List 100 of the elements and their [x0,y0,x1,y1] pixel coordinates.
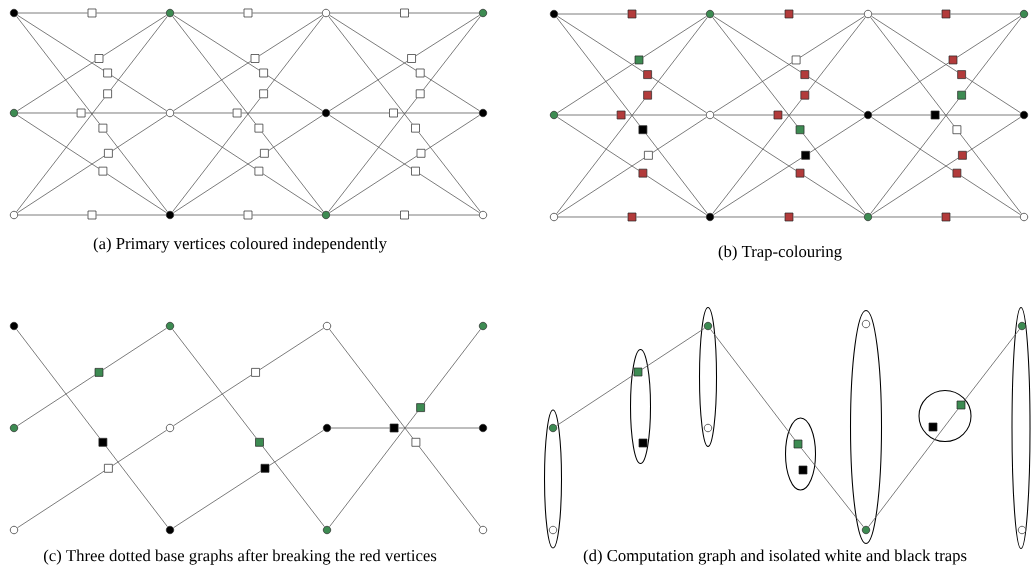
graph-edge [105,132,168,213]
trap-square [928,422,938,432]
graph-edge [713,62,793,114]
graph-edge [261,132,324,213]
graph-edge [556,374,635,427]
trap-square [416,403,425,412]
trap-square [801,150,810,160]
trap-square [798,465,808,475]
graph-edge [329,155,418,214]
graph-edge [415,14,480,57]
graph-edge [652,116,707,153]
graph-edge [17,374,96,427]
graph-edge [713,13,786,15]
graph-edge [625,114,707,116]
trap-square [232,108,242,118]
graph-edge [418,446,481,528]
graph-edge [557,116,639,171]
trap-square [941,212,951,222]
graph-edge [259,327,324,370]
graph-edge [17,60,96,112]
graph-edge [262,173,323,214]
graph-edge [17,14,104,71]
vertex-circle [1017,525,1027,535]
graph-edge [16,15,100,125]
graph-edge [17,112,78,114]
trap-square [104,148,113,158]
trap-square [957,90,966,100]
graph-edge [172,97,261,213]
graph-edge [635,216,707,218]
trap-square [411,166,420,176]
graph-edge [268,114,323,151]
graph-edge [329,411,418,528]
graph-edge [268,429,324,466]
trap-square [644,150,653,160]
trap-square [411,123,420,133]
caption: (b) Trap-colouring [718,245,842,261]
graph-edge [781,114,865,116]
graph-edge [713,216,786,218]
trap-square [260,463,270,473]
graph-edge [939,114,1021,116]
graph-edge [328,15,413,125]
trap-square [243,210,253,220]
trap-square [952,168,962,178]
graph-edge [329,60,408,112]
graph-edge [328,97,418,213]
graph-edge [16,328,100,439]
trap-square [627,9,637,19]
graph-edge [801,447,864,528]
graph-edge [964,16,1022,92]
graph-edge [557,157,645,216]
ellipse-outline [1011,306,1031,550]
graph-edge [807,16,866,92]
graph-edge [173,214,245,216]
graph-edge [870,99,959,215]
trap-square [952,125,962,135]
graph-edge [959,133,1022,215]
graph-edge [408,214,480,216]
trap-square [784,212,794,222]
trap-square [795,168,805,178]
trap-square [800,90,810,100]
graph-edge [397,112,480,114]
vertex-circle [1019,9,1029,19]
ellipse-outline [850,310,883,545]
graph-edge [329,14,417,71]
graph-edge [800,15,865,58]
trap-square [773,110,783,120]
trap-square [251,368,260,377]
graph-edge [251,12,323,14]
graph-edge [102,14,167,57]
graph-edge [17,470,105,529]
graph-edge [173,470,262,529]
graph-edge [804,175,865,216]
trap-square [638,438,648,448]
caption: (a) Primary vertices coloured independently [93,237,387,253]
graph-edge [713,15,801,73]
trap-square [259,68,268,78]
graph-edge [808,77,865,114]
trap-square [98,166,108,176]
graph-edge [17,114,99,169]
graph-edge [241,112,323,114]
graph-edge [949,216,1021,218]
graph-edge [172,15,256,125]
trap-square [784,9,794,19]
graph-edge [646,175,707,216]
graph-edge [641,327,705,370]
graph-edge [871,15,958,73]
caption: (c) Three dotted base graphs after breaking the red vertices [44,549,437,565]
graph-edge [712,16,798,126]
graph-edge [419,173,480,214]
graph-edge [871,216,943,218]
trap-square [87,210,97,220]
graph-edge [870,16,954,126]
trap-square [411,437,421,447]
trap-square [956,400,966,410]
graph-edge [17,12,89,14]
graph-edge [712,99,802,215]
graph-edge [330,427,391,429]
graph-edge [642,15,707,58]
trap-square [87,8,97,18]
graph-edge [556,99,645,215]
